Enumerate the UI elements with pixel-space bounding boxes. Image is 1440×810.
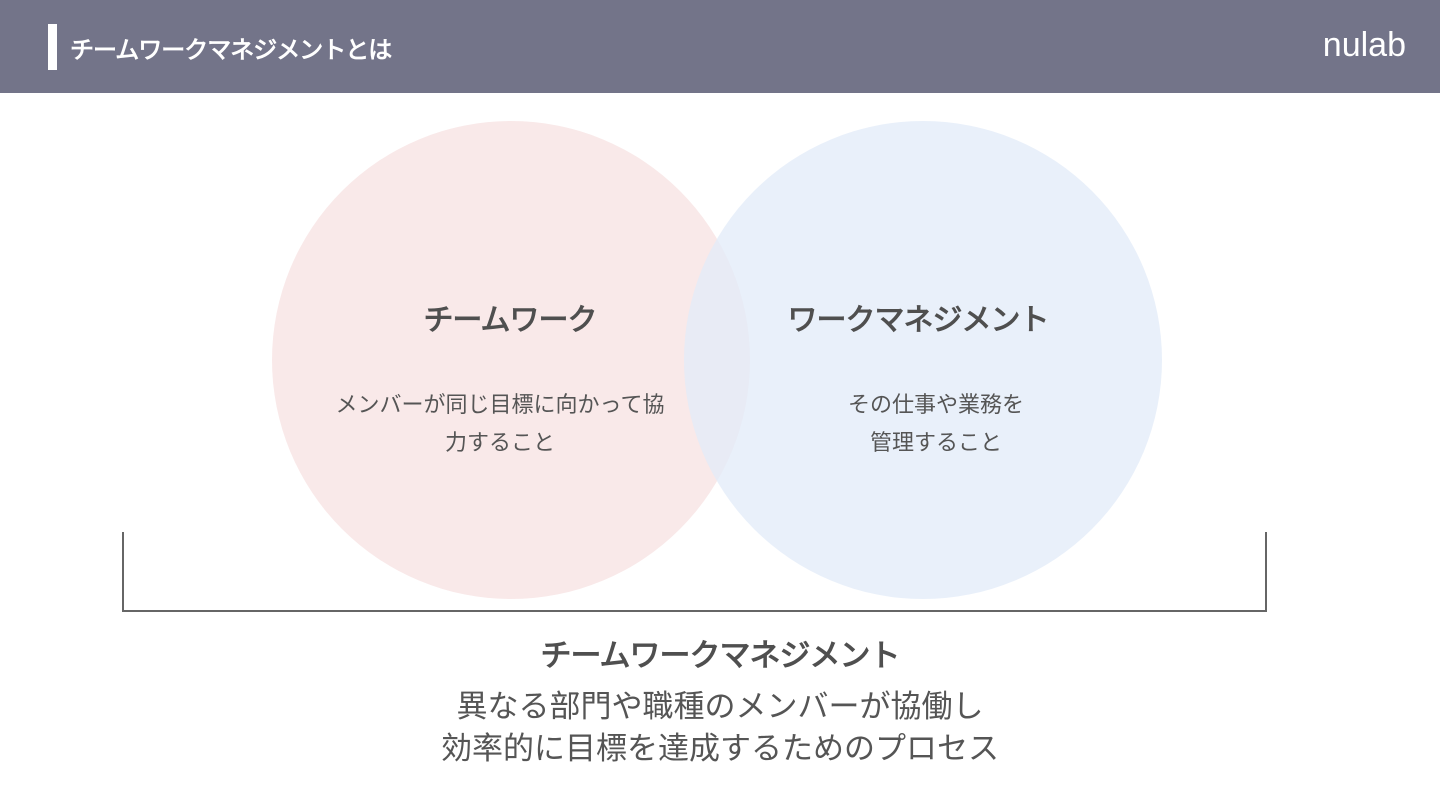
- grouping-bracket: [122, 532, 1267, 612]
- header-bar: チームワークマネジメントとは nulab: [0, 0, 1440, 93]
- work-management-desc-line2: 管理すること: [869, 431, 1002, 456]
- work-management-circle: [684, 121, 1162, 599]
- teamwork-title: チームワーク: [423, 303, 597, 338]
- summary-description: 異なる部門や職種のメンバーが協働し 効率的に目標を達成するためのプロセス: [0, 686, 1440, 770]
- page-title: チームワークマネジメントとは: [70, 36, 392, 64]
- summary-line2: 効率的に目標を達成するためのプロセス: [441, 731, 999, 767]
- teamwork-desc-line2: 力すること: [444, 431, 555, 456]
- work-management-desc-line1: その仕事や業務を: [847, 393, 1024, 418]
- work-management-title: ワークマネジメント: [787, 303, 1050, 338]
- summary-title: チームワークマネジメント: [540, 638, 900, 674]
- teamwork-desc-line1: メンバーが同じ目標に向かって協: [335, 393, 665, 418]
- nulab-logo: nulab: [1322, 26, 1406, 64]
- title-accent-bar: [48, 24, 57, 70]
- teamwork-description: メンバーが同じ目標に向かって協 力すること: [290, 387, 710, 463]
- summary-line1: 異なる部門や職種のメンバーが協働し: [456, 689, 984, 725]
- work-management-description: その仕事や業務を 管理すること: [736, 387, 1136, 463]
- teamwork-circle: [272, 121, 750, 599]
